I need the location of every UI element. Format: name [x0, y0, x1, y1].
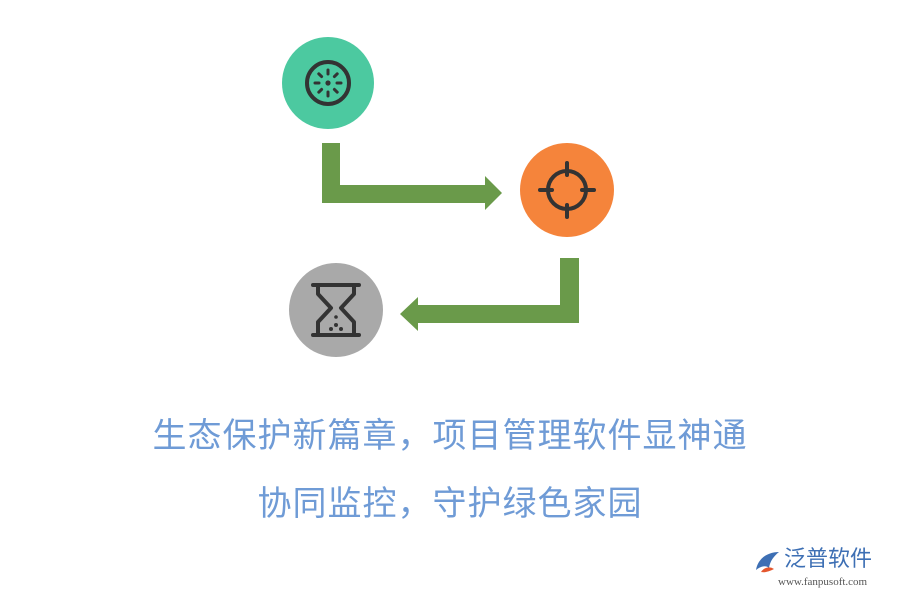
step-3-node [289, 263, 383, 357]
step-2-circle [520, 143, 614, 237]
step-2-node [520, 143, 614, 237]
step-3-circle [289, 263, 383, 357]
sprocket-icon [305, 60, 351, 106]
brand-name: 泛普软件 [784, 547, 873, 572]
brand-mark-icon [756, 552, 779, 573]
connector-arrow-2 [400, 258, 579, 331]
step-1-node [282, 37, 374, 129]
headline-line-1: 生态保护新篇章，项目管理软件显神通 [152, 416, 748, 456]
brand-url: www.fanpusoft.com [778, 576, 868, 588]
brand-logo: 泛普软件 www.fanpusoft.com [748, 546, 888, 592]
crosshair-icon [538, 161, 596, 219]
connector-arrow-1 [322, 143, 502, 210]
headline-line-2: 协同监控，守护绿色家园 [257, 484, 643, 524]
hourglass-icon [311, 283, 361, 337]
